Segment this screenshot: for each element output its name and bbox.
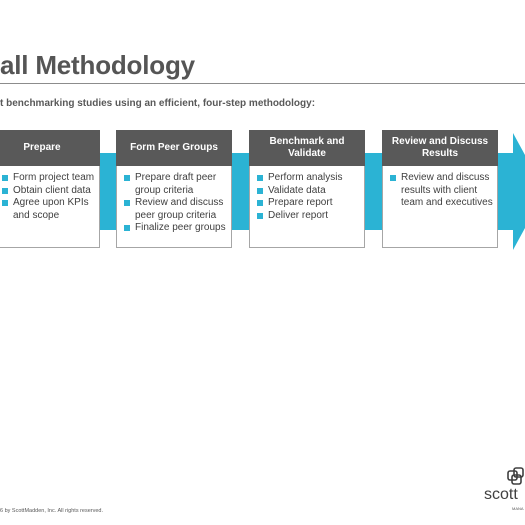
title-divider xyxy=(0,83,525,84)
step-title: Prepare xyxy=(0,130,100,166)
bullet-item: Agree upon KPIs xyxy=(1,197,95,210)
step-title: Benchmark and Validate xyxy=(249,130,365,166)
logo-wordmark: scott xyxy=(484,486,518,503)
bullet-item: Validate data xyxy=(256,185,360,198)
step-title: Form Peer Groups xyxy=(116,130,232,166)
bullet-item: Obtain client data xyxy=(1,185,95,198)
step-body: Prepare draft peer group criteria Review… xyxy=(116,166,232,248)
bullet-item: Form project team xyxy=(1,172,95,185)
bullet-item: Prepare report xyxy=(256,197,360,210)
step-bullets: Review and discuss results with client t… xyxy=(389,172,493,210)
bullet-item: Perform analysis xyxy=(256,172,360,185)
step-body: Form project team Obtain client data Agr… xyxy=(0,166,100,248)
step-bullets: Prepare draft peer group criteria Review… xyxy=(123,172,227,235)
page-title: all Methodology xyxy=(0,50,195,80)
bullet-item: Review and discuss peer group criteria xyxy=(123,197,227,222)
logo-mark-icon xyxy=(507,467,524,485)
company-logo: scott MANA xyxy=(484,465,525,515)
bullet-item: and scope xyxy=(13,209,60,221)
step-prepare: Prepare Form project team Obtain client … xyxy=(0,130,100,248)
logo-subtext: MANA xyxy=(512,506,524,511)
intro-text: t benchmarking studies using an efficien… xyxy=(0,98,316,109)
bullet-item: Deliver report xyxy=(256,210,360,223)
step-form-peer-groups: Form Peer Groups Prepare draft peer grou… xyxy=(116,130,232,248)
step-title: Review and Discuss Results xyxy=(382,130,498,166)
step-body: Review and discuss results with client t… xyxy=(382,166,498,248)
step-body: Perform analysis Validate data Prepare r… xyxy=(249,166,365,248)
bullet-item: Prepare draft peer group criteria xyxy=(123,172,227,197)
step-bullets: Form project team Obtain client data Agr… xyxy=(1,172,95,222)
step-bullets: Perform analysis Validate data Prepare r… xyxy=(256,172,360,222)
bullet-item: Review and discuss results with client t… xyxy=(389,172,493,210)
copyright-footer: 6 by ScottMadden, Inc. All rights reserv… xyxy=(0,508,104,514)
step-review-discuss: Review and Discuss Results Review and di… xyxy=(382,130,498,248)
step-benchmark-validate: Benchmark and Validate Perform analysis … xyxy=(249,130,365,248)
bullet-item: Finalize peer groups xyxy=(123,222,227,235)
